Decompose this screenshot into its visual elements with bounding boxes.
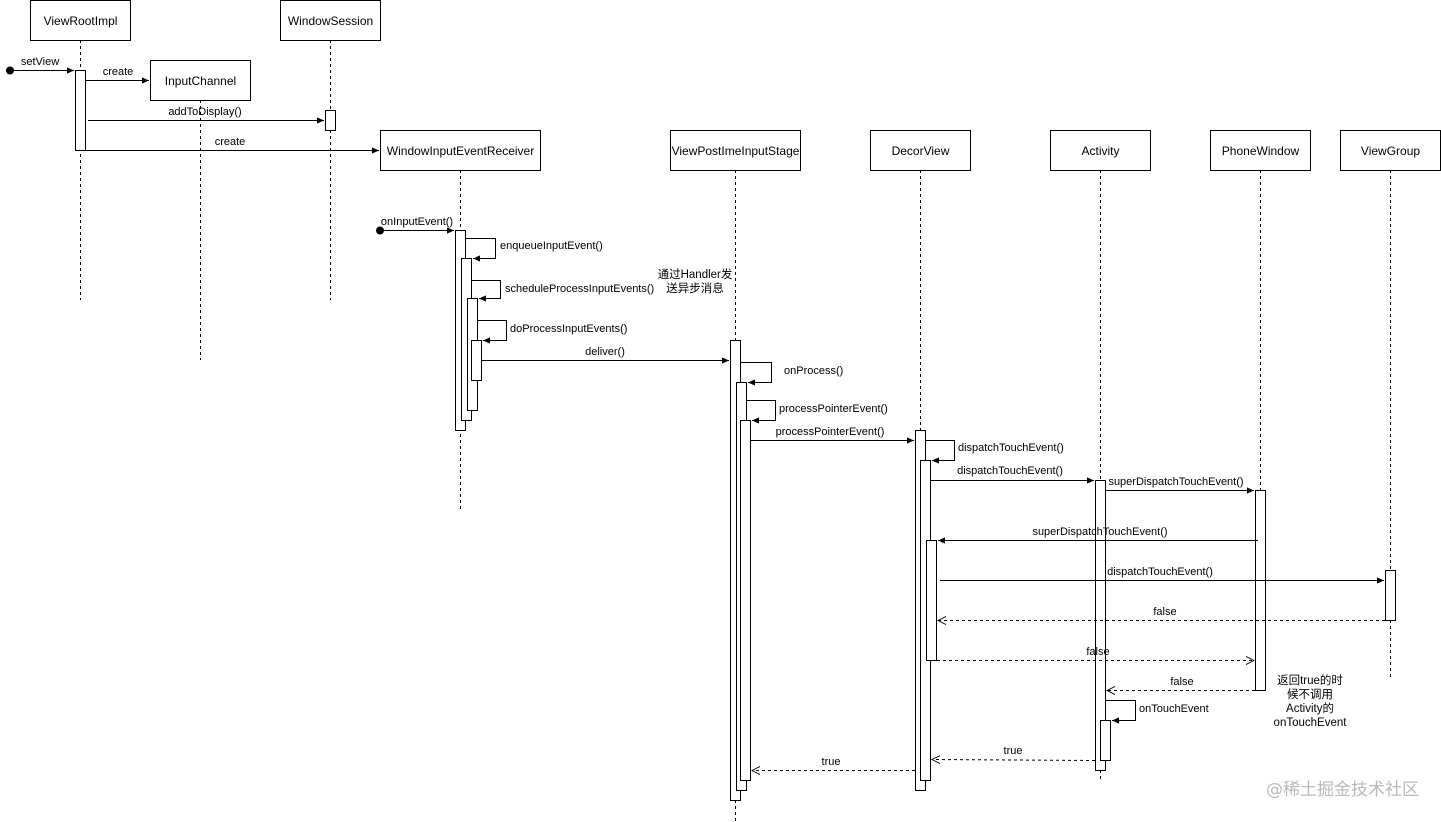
message-label: doProcessInputEvents() xyxy=(510,323,627,335)
note-return-true-line-1: 返回true的时 xyxy=(1277,673,1343,687)
participant-input-channel: InputChannel xyxy=(150,60,251,101)
message-label: true xyxy=(1004,745,1023,757)
participant-phone-window: PhoneWindow xyxy=(1210,130,1311,171)
message-label: processPointerEvent() xyxy=(779,403,888,415)
participant-label: WindowInputEventReceiver xyxy=(387,144,534,158)
participant-label: WindowSession xyxy=(288,14,373,28)
notes: 通过Handler发 送异步消息 返回true的时 候不调用 Activity的… xyxy=(658,267,1348,729)
participant-label: PhoneWindow xyxy=(1222,144,1300,158)
message-schedule-process-input-events xyxy=(472,280,501,302)
participant-decor-view: DecorView xyxy=(870,130,971,171)
participant-label: ViewRootImpl xyxy=(44,14,118,28)
message-label: create xyxy=(103,66,134,78)
message-enqueue-input-event xyxy=(466,238,496,262)
participant-view-root-impl: ViewRootImpl xyxy=(30,0,131,41)
message-label: false xyxy=(1170,676,1193,688)
message-on-process xyxy=(741,362,772,386)
participants: ViewRootImpl WindowSession InputChannel … xyxy=(30,0,1441,171)
note-return-true-line-2: 候不调用 xyxy=(1287,687,1333,701)
participant-label: Activity xyxy=(1081,144,1119,158)
message-process-pointer-event-self xyxy=(747,400,776,424)
return-true-activity xyxy=(932,760,1096,761)
message-label: superDispatchTouchEvent() xyxy=(1108,476,1243,488)
watermark-text: @稀土掘金技术社区 xyxy=(1266,780,1419,800)
message-label: processPointerEvent() xyxy=(776,426,885,438)
participant-label: DecorView xyxy=(892,144,950,158)
message-label: addToDisplay() xyxy=(168,106,241,118)
message-on-touch-event xyxy=(1106,700,1136,724)
participant-view-post-ime-input-stage: ViewPostImeInputStage xyxy=(670,130,801,171)
participant-label: ViewGroup xyxy=(1361,144,1420,158)
message-label: false xyxy=(1153,606,1176,618)
note-handler-async-line-1: 通过Handler发 xyxy=(658,267,733,281)
participant-label: InputChannel xyxy=(165,74,236,88)
message-label: onInputEvent() xyxy=(381,216,453,228)
message-label: enqueueInputEvent() xyxy=(500,240,603,252)
participant-window-session: WindowSession xyxy=(280,0,381,41)
activation-phone-window xyxy=(1255,490,1266,691)
participant-view-group: ViewGroup xyxy=(1340,130,1441,171)
note-return-true-line-4: onTouchEvent xyxy=(1274,717,1348,729)
note-return-true-line-3: Activity的 xyxy=(1286,701,1334,715)
message-label: onTouchEvent xyxy=(1139,703,1209,715)
message-label: deliver() xyxy=(585,346,625,358)
participant-label: ViewPostImeInputStage xyxy=(672,144,800,158)
activation-stage-process-pointer xyxy=(740,420,751,781)
participant-window-input-event-receiver: WindowInputEventReceiver xyxy=(380,130,541,171)
message-label: onProcess() xyxy=(784,365,843,377)
message-label: scheduleProcessInputEvents() xyxy=(505,283,654,295)
message-label: false xyxy=(1086,646,1109,658)
activation-activity-dispatch xyxy=(1095,480,1106,771)
message-label: dispatchTouchEvent() xyxy=(958,442,1064,454)
messages: setView create addToDisplay() create onI… xyxy=(6,56,1385,771)
activation-receiver-do-process xyxy=(471,340,482,381)
activation-decor-super-dispatch xyxy=(926,540,937,661)
activations xyxy=(75,70,1396,801)
participant-activity: Activity xyxy=(1050,130,1151,171)
note-handler-async-line-2: 送异步消息 xyxy=(666,281,724,295)
activation-view-group xyxy=(1385,570,1396,621)
activation-view-root-impl xyxy=(75,70,86,151)
message-label: create xyxy=(215,136,246,148)
message-label: dispatchTouchEvent() xyxy=(957,465,1063,477)
message-dispatch-touch-event-self xyxy=(926,440,955,464)
message-label: superDispatchTouchEvent() xyxy=(1032,526,1167,538)
message-do-process-input-events xyxy=(478,320,507,344)
activation-window-session xyxy=(325,110,336,131)
message-label: dispatchTouchEvent() xyxy=(1107,566,1213,578)
message-label: setView xyxy=(21,56,59,68)
message-label: true xyxy=(822,756,841,768)
activation-activity-on-touch xyxy=(1100,720,1111,761)
